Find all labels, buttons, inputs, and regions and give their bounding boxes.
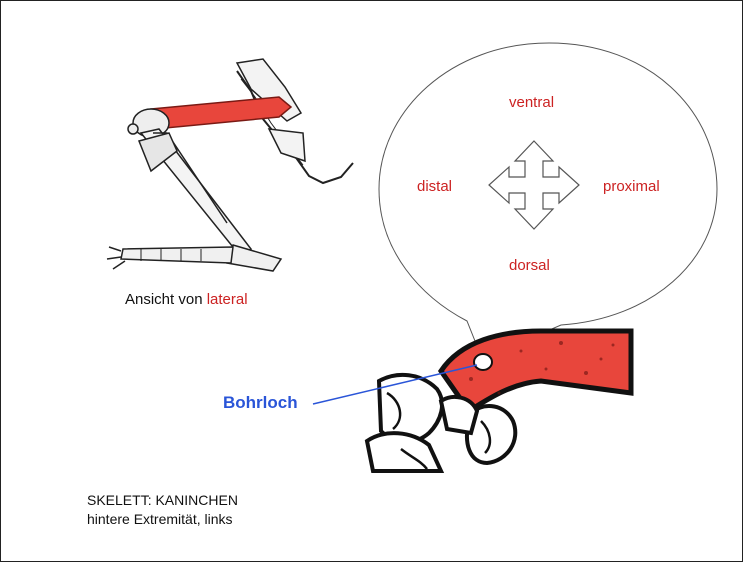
- view-caption-prefix: Ansicht von: [125, 291, 207, 308]
- direction-bubble: [379, 43, 717, 356]
- foot-sketch: [107, 245, 281, 271]
- title-line-1: SKELETT: KANINCHEN: [87, 492, 238, 508]
- direction-distal: distal: [417, 178, 452, 195]
- hole-label: Bohrloch: [223, 393, 298, 413]
- direction-ventral: ventral: [509, 94, 554, 111]
- title-line-2: hintere Extremität, links: [87, 511, 233, 527]
- tibia-sketch: [139, 129, 251, 257]
- view-caption-highlight: lateral: [207, 291, 248, 308]
- view-caption: Ansicht von lateral: [125, 291, 248, 308]
- direction-proximal: proximal: [603, 178, 660, 195]
- zoom-femur-detail: [367, 331, 631, 471]
- femur-red: [151, 97, 291, 129]
- drill-hole: [474, 354, 492, 370]
- direction-dorsal: dorsal: [509, 257, 550, 274]
